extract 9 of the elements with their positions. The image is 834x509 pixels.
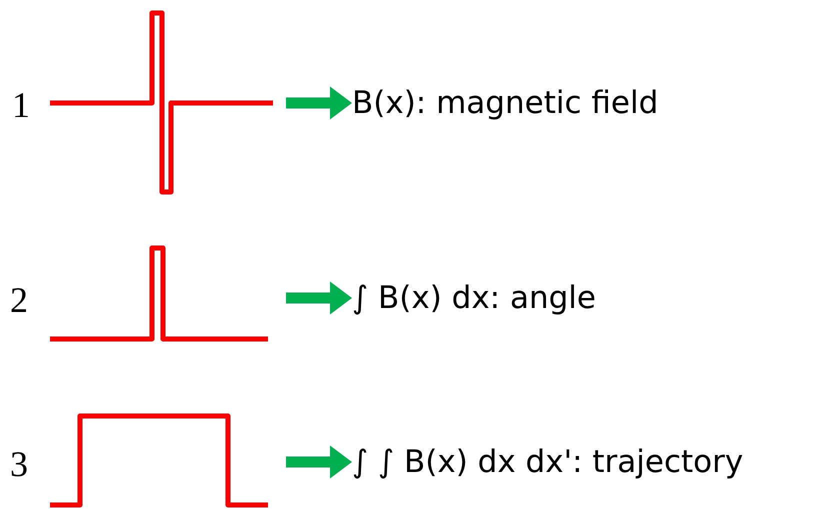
arrow [286, 282, 352, 314]
arrow [286, 446, 352, 478]
row-number: 1 [12, 85, 30, 125]
formula-text: ∫ B(x) dx: angle [352, 278, 596, 318]
formula-text: B(x): magnetic field [352, 83, 658, 123]
row-number: 3 [10, 444, 28, 484]
formula-text: ∫ ∫ B(x) dx dx': trajectory [352, 442, 744, 482]
row-number: 2 [10, 280, 28, 320]
arrow [286, 86, 352, 120]
